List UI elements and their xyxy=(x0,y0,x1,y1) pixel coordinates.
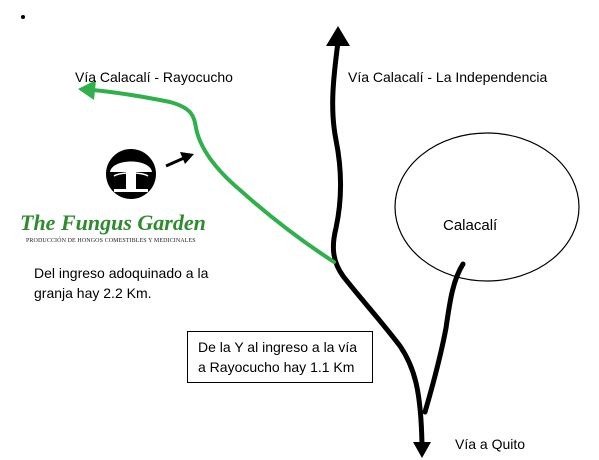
distance-note-line: Del ingreso adoquinado a la xyxy=(34,265,209,281)
info-box-line: a Rayocucho hay 1.1 Km xyxy=(198,359,355,375)
distance-info-box: De la Y al ingreso a la vía a Rayocucho … xyxy=(187,331,373,383)
brand-tagline: PRODUCCIÓN DE HONGOS COMESTIBLES Y MEDIC… xyxy=(26,238,196,244)
stray-dot xyxy=(21,15,25,19)
route-label-quito: Vía a Quito xyxy=(455,436,526,452)
info-box-line: De la Y al ingreso a la vía xyxy=(198,339,358,355)
road-arrow-icon xyxy=(326,26,350,46)
green-route-rayocucho xyxy=(90,88,336,264)
calacali-town-circle xyxy=(394,132,580,282)
distance-note: Del ingreso adoquinado a la granja hay 2… xyxy=(34,263,244,303)
route-arrow-icon xyxy=(78,80,96,100)
route-label-independencia: Vía Calacalí - La Independencia xyxy=(348,69,548,85)
pointer-arrow-icon xyxy=(165,152,194,168)
town-label-calacali: Calacalí xyxy=(443,217,498,234)
route-label-rayocucho: Vía Calacalí - Rayocucho xyxy=(75,69,233,85)
calacali-branch-road xyxy=(422,261,466,415)
main-road xyxy=(330,39,425,448)
mushroom-logo-icon xyxy=(106,149,156,199)
road-arrow-icon xyxy=(413,442,431,458)
brand-name: The Fungus Garden xyxy=(20,210,206,235)
distance-note-line: granja hay 2.2 Km. xyxy=(34,285,152,301)
